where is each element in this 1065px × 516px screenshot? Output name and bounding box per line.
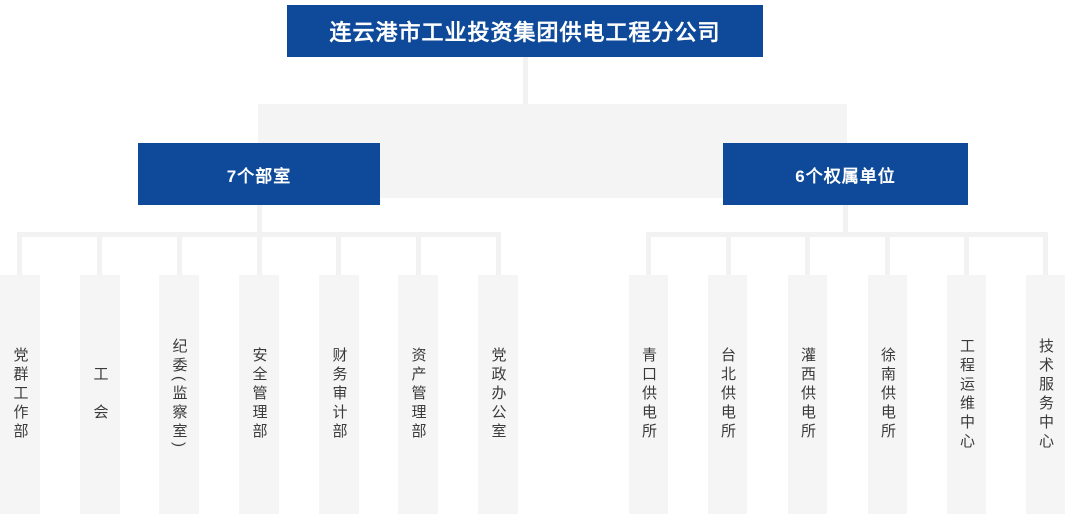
leaf-label: 技术服务中心 bbox=[1037, 337, 1054, 452]
leaf-node: 灌西供电所 bbox=[788, 275, 827, 514]
leaf-node: 党群工作部 bbox=[0, 275, 40, 514]
leaf-label: 徐南供电所 bbox=[879, 347, 896, 442]
leaf-label: 安全管理部 bbox=[250, 347, 268, 442]
leaf-node: 青口供电所 bbox=[629, 275, 668, 514]
leaf-label: 台北供电所 bbox=[719, 347, 736, 442]
leaf-connector bbox=[17, 232, 22, 275]
leaf-connector bbox=[336, 232, 341, 275]
leaf-node: 资产管理部 bbox=[398, 275, 438, 514]
leaf-connector bbox=[964, 232, 969, 275]
leaf-connector bbox=[726, 232, 731, 275]
leaf-connector bbox=[177, 232, 182, 275]
children-rail bbox=[646, 232, 1048, 237]
root-node: 连云港市工业投资集团供电工程分公司 bbox=[287, 5, 763, 57]
leaf-connector bbox=[496, 232, 501, 275]
leaf-label: 纪委(监察室) bbox=[170, 338, 188, 451]
leaf-connector bbox=[1043, 232, 1048, 275]
leaf-label: 青口供电所 bbox=[640, 347, 657, 442]
leaf-connector bbox=[805, 232, 810, 275]
leaf-node: 党政办公室 bbox=[478, 275, 518, 514]
leaf-connector bbox=[97, 232, 102, 275]
leaf-node: 工 会 bbox=[80, 275, 120, 514]
leaf-connector bbox=[885, 232, 890, 275]
leaf-node: 技术服务中心 bbox=[1026, 275, 1065, 514]
group-connector-stub bbox=[843, 205, 848, 233]
leaf-label: 财务审计部 bbox=[330, 347, 348, 442]
group-node-departments: 7个部室 bbox=[138, 143, 380, 205]
leaf-label: 党群工作部 bbox=[11, 347, 29, 442]
trunk-connector bbox=[523, 57, 528, 104]
leaf-label: 灌西供电所 bbox=[799, 347, 816, 442]
leaf-connector bbox=[646, 232, 651, 275]
leaf-node: 财务审计部 bbox=[319, 275, 359, 514]
leaf-connector bbox=[416, 232, 421, 275]
leaf-label: 资产管理部 bbox=[409, 347, 427, 442]
group-connector-stub bbox=[257, 205, 262, 233]
leaf-label: 工 会 bbox=[91, 366, 109, 423]
leaf-node: 徐南供电所 bbox=[868, 275, 907, 514]
group-node-subsidiaries: 6个权属单位 bbox=[723, 143, 968, 205]
leaf-node: 安全管理部 bbox=[239, 275, 279, 514]
leaf-label: 工程运维中心 bbox=[958, 337, 975, 452]
leaf-node: 工程运维中心 bbox=[947, 275, 986, 514]
leaf-label: 党政办公室 bbox=[489, 347, 507, 442]
leaf-node: 纪委(监察室) bbox=[159, 275, 199, 514]
leaf-connector bbox=[257, 232, 262, 275]
leaf-node: 台北供电所 bbox=[708, 275, 747, 514]
